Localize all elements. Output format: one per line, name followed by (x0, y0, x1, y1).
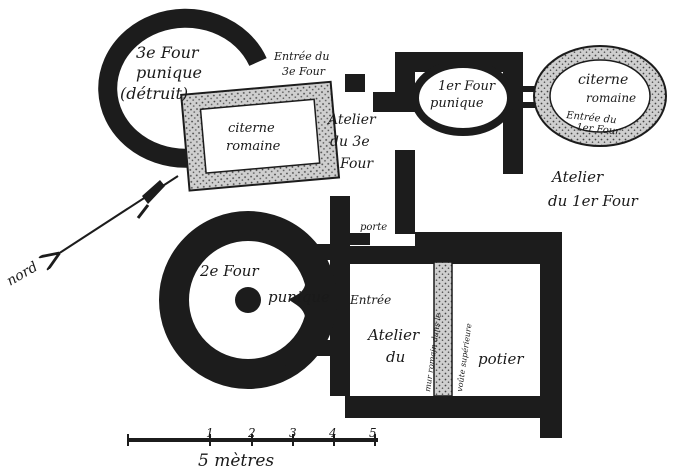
scale-tick-4: 4 (328, 426, 337, 440)
nord-label: nord (4, 259, 41, 289)
four-1-label: 1er Four (438, 79, 496, 94)
scale-tick-2: 2 (247, 426, 256, 440)
scale-tick-1: 1 (206, 426, 214, 440)
four-1-label: punique (430, 96, 484, 111)
atelier-3-label: Atelier (326, 112, 377, 128)
four-2-label: punique (268, 288, 330, 306)
porte-label: porte (360, 222, 387, 233)
four-2-oven (159, 211, 340, 389)
atelier-3-label: Four (339, 156, 374, 172)
scale-bar: 1 2 3 4 5 5 mètres (127, 426, 378, 471)
atelier-3-label: du 3e (330, 134, 370, 150)
entree-label: Entrée (349, 293, 391, 307)
four-2-label: 2e Four (199, 262, 259, 280)
atelier-1-label: du 1er Four (548, 192, 639, 210)
labels: 3e Four punique (détruit) Entrée du 3e F… (4, 43, 639, 392)
four-3-label: 3e Four (136, 43, 200, 62)
scale-caption: 5 mètres (198, 451, 274, 471)
atelier-potier-label: du (386, 348, 405, 366)
entree-3-label: 3e Four (282, 65, 326, 78)
voute-label: voûte supérieure (455, 323, 474, 393)
entree-1-label: Entrée du (565, 110, 617, 126)
atelier-potier-label: Atelier (366, 326, 420, 344)
citerne-left (180, 80, 341, 192)
citerne-right-label: citerne (578, 72, 628, 88)
mur-romain (433, 261, 453, 397)
entree-3-wall (345, 74, 365, 92)
four-3-ring (98, 8, 267, 168)
four-3-label: punique (136, 63, 202, 82)
scale-tick-5: 5 (369, 426, 377, 440)
entree-1-label: 1er Four (576, 122, 622, 138)
citerne-right-label: romaine (586, 91, 636, 105)
north-arrow (58, 175, 179, 254)
four-3-label: (détruit) (120, 84, 188, 103)
atelier-potier-label: potier (478, 350, 524, 368)
citerne-right (533, 45, 667, 147)
atelier-potier-walls (345, 232, 562, 438)
scale-tick-3: 3 (289, 426, 297, 440)
citerne-left-label: citerne (228, 121, 275, 136)
entree-3-label: Entrée du (273, 50, 329, 63)
citerne-left-label: romaine (226, 139, 281, 154)
four-1-oven (411, 60, 515, 136)
atelier-1-label: Atelier (550, 168, 604, 186)
